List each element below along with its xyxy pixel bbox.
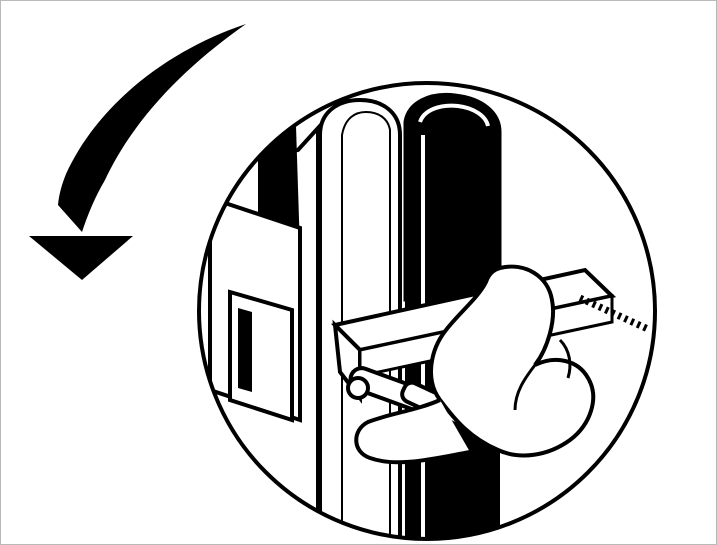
detail-circle: [199, 83, 655, 545]
curved-arrow-down-left-icon: [58, 24, 246, 232]
arrow-head-icon: [29, 236, 133, 280]
